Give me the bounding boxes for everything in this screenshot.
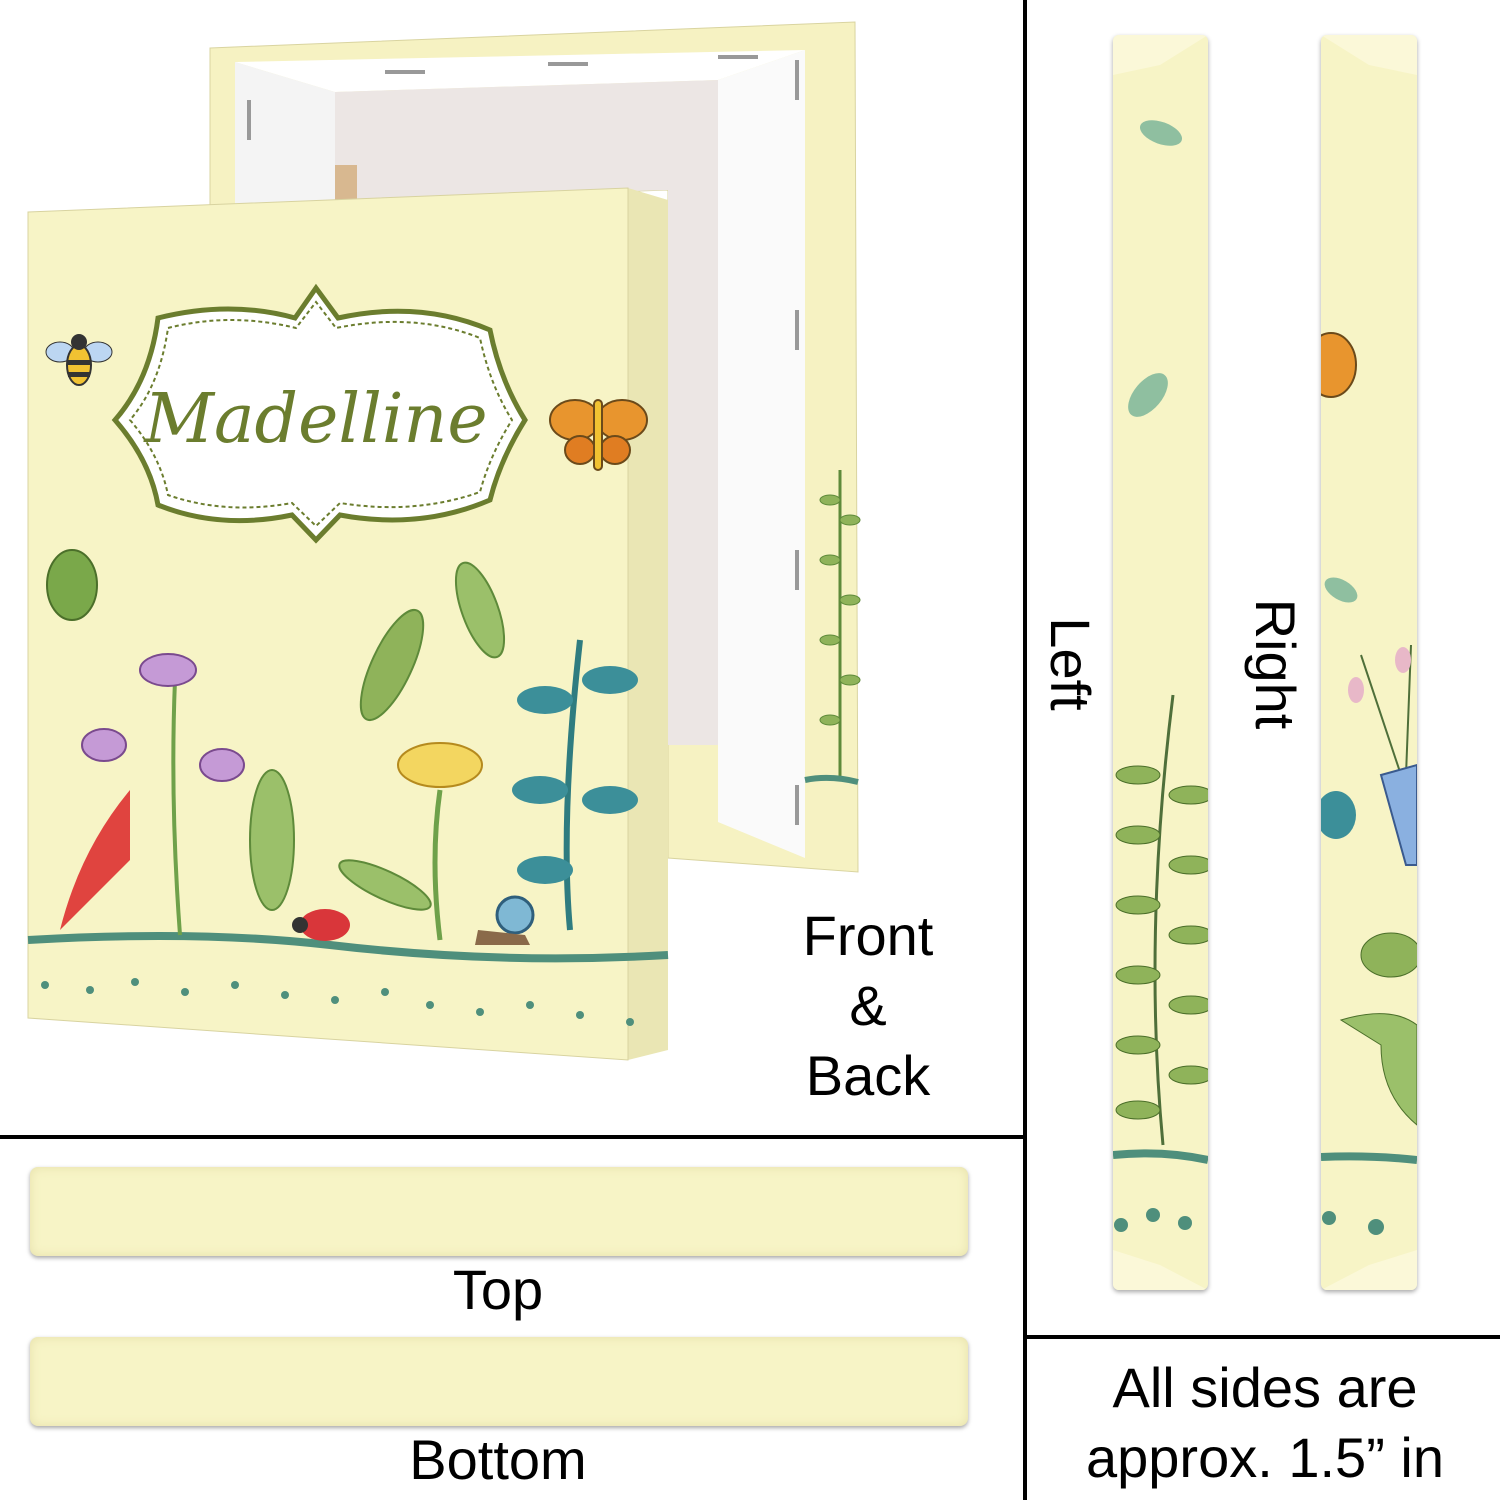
staples [247, 55, 799, 825]
note-line-2: approx. 1.5” in [1086, 1426, 1444, 1489]
bee [45, 334, 113, 386]
back-canvas-frame-left [235, 62, 335, 205]
left-label: Left [1039, 617, 1102, 711]
right-label: Right [1244, 598, 1307, 730]
canvas-name-text: Madelline [142, 380, 487, 459]
bottom-edge-preview [30, 1337, 968, 1426]
back-canvas-frame-top [235, 50, 805, 92]
ground-dots [41, 978, 634, 1026]
top-edge-preview [30, 1167, 968, 1256]
right-horizontal-divider [1025, 1335, 1500, 1339]
right-edge-artwork [1321, 35, 1417, 1290]
vertical-divider [1023, 0, 1027, 1500]
note-line-1: All sides are [1112, 1356, 1418, 1419]
right-edge-preview [1321, 35, 1417, 1290]
ampersand-label: & [849, 974, 887, 1037]
back-ground-line [804, 774, 859, 785]
name-label-dashed-border [128, 300, 514, 528]
back-canvas-inner [335, 80, 718, 745]
ladybug [292, 909, 350, 941]
left-edge-preview [1113, 35, 1208, 1290]
ground-line [27, 932, 669, 963]
name-label-frame [111, 283, 528, 544]
snail [475, 895, 535, 945]
front-canvas-side [628, 188, 668, 1060]
back-label: Back [805, 1044, 931, 1107]
left-edge-artwork [1113, 35, 1208, 1290]
butterfly [549, 399, 648, 471]
back-side-fern [819, 470, 861, 780]
back-canvas-frame-right [718, 50, 805, 858]
plants [46, 549, 638, 941]
canvas-mockup-illustration: Madelline [27, 21, 861, 1061]
stretcher-bar [335, 165, 357, 205]
bottom-label: Bottom [409, 1428, 587, 1491]
top-label: Top [452, 1258, 544, 1321]
front-label: Front [802, 904, 934, 967]
left-horizontal-divider [0, 1135, 1025, 1139]
